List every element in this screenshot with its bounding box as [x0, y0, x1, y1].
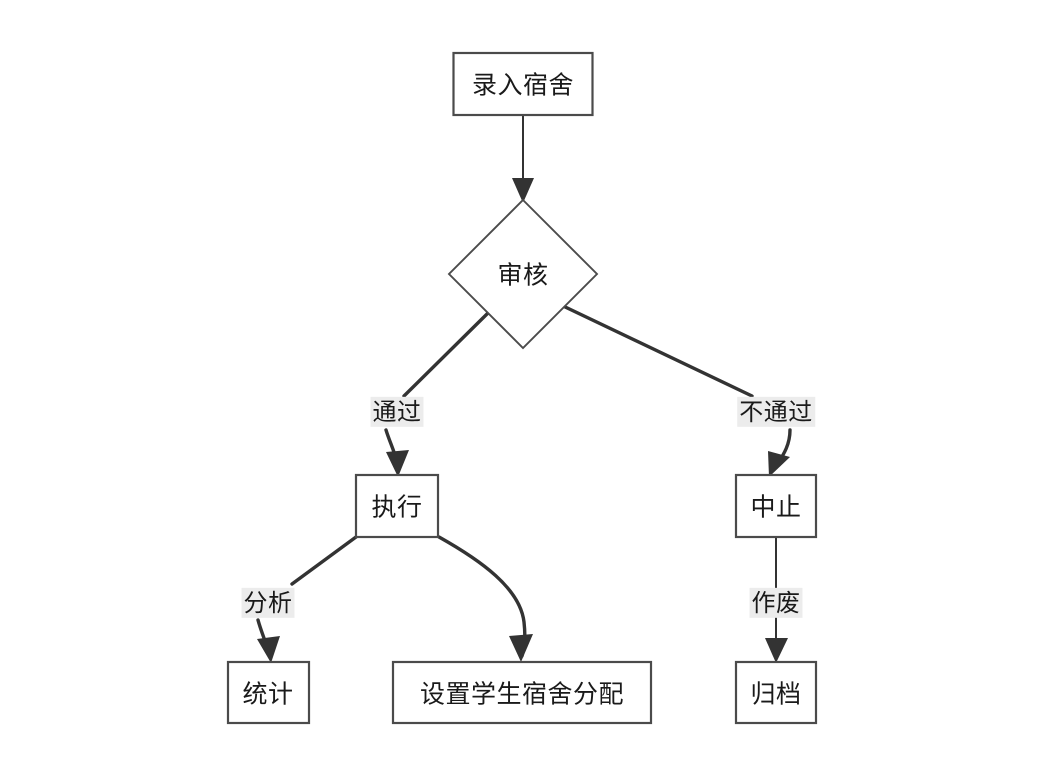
edge-label-pass: 通过	[370, 396, 424, 428]
node-statistics-shape[interactable]	[226, 660, 311, 725]
edge-label-fail: 不通过	[737, 396, 815, 428]
edge-review-to-execute-arrowhead	[386, 450, 409, 477]
edge-execute-to-assign	[437, 535, 533, 662]
edge-review-to-execute	[384, 311, 490, 477]
node-review-shape[interactable]	[447, 198, 599, 350]
edge-review-to-abort-line	[559, 303, 754, 398]
node-assign-shape[interactable]	[391, 660, 653, 725]
edge-execute-to-statistics-arrowhead	[257, 636, 280, 663]
node-archive-shape[interactable]	[734, 660, 818, 725]
edge-abort-to-archive-arrowhead	[765, 638, 788, 663]
edge-review-to-abort	[559, 303, 792, 477]
node-entry-shape[interactable]	[452, 51, 594, 117]
edge-execute-to-statistics-line	[290, 535, 358, 586]
edge-review-to-abort-arrowhead	[768, 451, 790, 477]
node-abort-shape[interactable]	[734, 473, 818, 539]
edge-execute-to-statistics	[256, 535, 358, 663]
edge-label-void: 作废	[749, 587, 803, 619]
node-execute-shape[interactable]	[354, 473, 440, 539]
edge-execute-to-assign-arrowhead	[509, 634, 533, 662]
edge-label-analysis: 分析	[241, 587, 295, 619]
edge-entry-to-review	[512, 115, 534, 203]
edge-entry-to-review-arrowhead	[512, 178, 534, 203]
edge-review-to-execute-line	[402, 311, 490, 398]
